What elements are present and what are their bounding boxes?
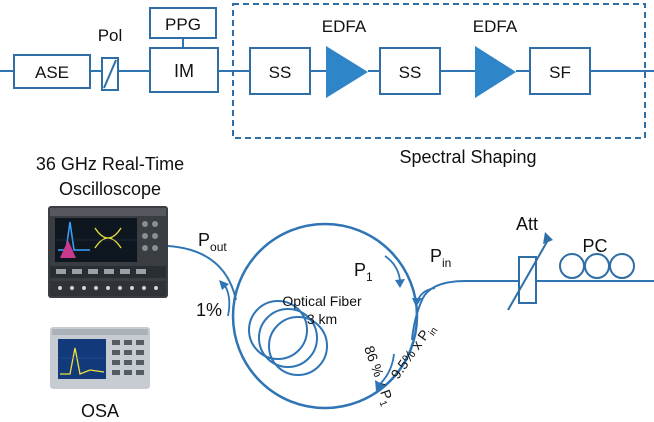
input-fiber-line [411, 280, 654, 341]
osa-label: OSA [81, 401, 119, 421]
edfa1-amplifier-icon [326, 46, 368, 98]
edfa2-amplifier-icon [475, 46, 516, 98]
ase-box [13, 54, 91, 89]
pc-label: PC [582, 236, 607, 256]
fiber-label-line2: 3 km [307, 311, 337, 327]
pin-arrow-icon [412, 298, 422, 307]
coupler-percent-label: 1% [196, 300, 222, 320]
pout-arrow-icon [219, 280, 229, 290]
pin-label: Pin [430, 246, 451, 270]
ss2-box [379, 47, 441, 95]
fiber-label-line1: Optical Fiber [282, 293, 362, 309]
ss1-label: SS [269, 63, 292, 82]
polarization-controller-icon [559, 253, 635, 279]
ppg-box [149, 7, 217, 39]
oscilloscope-label-line2: Oscilloscope [59, 179, 161, 199]
oscilloscope-label-line1: 36 GHz Real-Time [36, 154, 184, 174]
p1-label: P1 [354, 260, 373, 284]
attenuator-arrow-icon [543, 232, 553, 244]
ss1-box [249, 47, 311, 95]
spectral-shaping-frame [232, 3, 646, 139]
im-label: IM [174, 61, 194, 81]
p1-arrow-icon [395, 279, 405, 288]
output-arrow-icon [375, 380, 385, 391]
fiber-spool-icon [248, 300, 328, 376]
attenuator-variable-line [507, 239, 549, 311]
spectral-shaping-label: Spectral Shaping [399, 147, 536, 167]
pout-arrow-line [223, 283, 231, 317]
oscilloscope-image [48, 206, 168, 298]
pout-label: Pout [198, 230, 227, 254]
edfa2-label: EDFA [473, 17, 518, 36]
p1-arrow-line [384, 255, 401, 281]
im-box [149, 47, 219, 93]
pol-label: Pol [98, 26, 123, 45]
edfa1-label: EDFA [322, 17, 367, 36]
ase-label: ASE [35, 63, 69, 82]
ss2-label: SS [399, 63, 422, 82]
osa-image [50, 327, 150, 389]
pout-fiber-line [167, 245, 237, 301]
ppg-label: PPG [165, 15, 201, 34]
att-label: Att [516, 214, 538, 234]
output-arrow-line [379, 353, 395, 385]
sf-label: SF [549, 63, 571, 82]
sf-box [529, 47, 591, 95]
polarizer-slash-icon [103, 59, 117, 89]
